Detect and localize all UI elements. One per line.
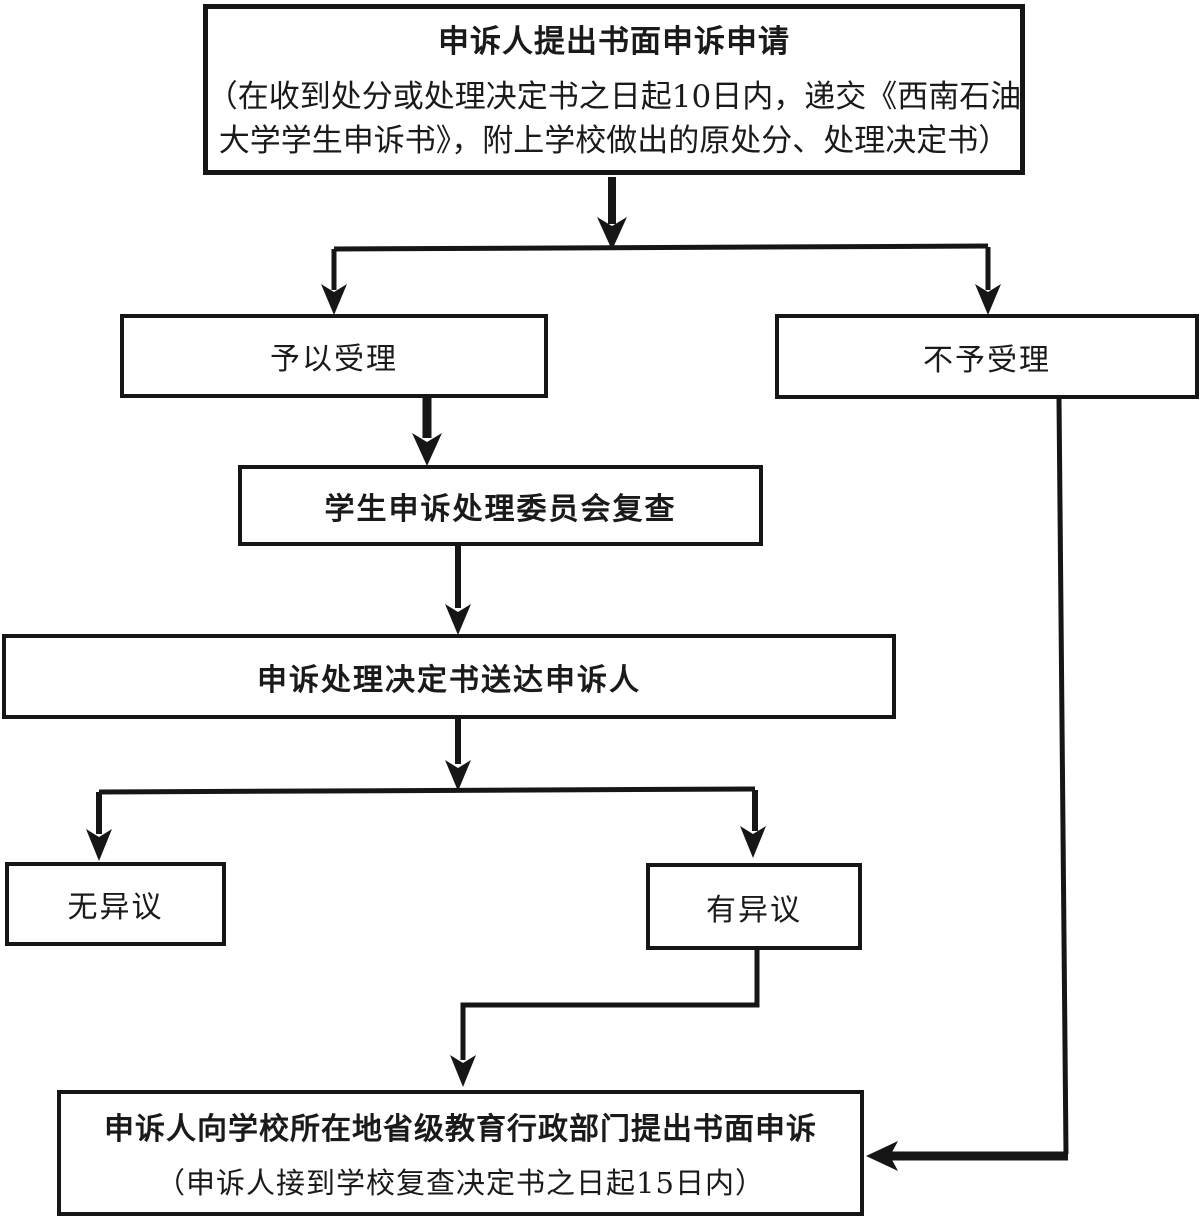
node-provincial-title: 申诉人向学校所在地省级教育行政部门提出书面申诉: [104, 1112, 817, 1147]
node-no-objection-label: 无异议: [67, 890, 164, 925]
node-objection-label: 有异议: [706, 892, 802, 928]
node-accept: 予以受理: [120, 314, 548, 398]
node-accept-label: 予以受理: [270, 342, 398, 377]
arrow-committee-to-deliver: [445, 546, 471, 635]
node-reject-label: 不予受理: [923, 342, 1051, 378]
node-no-objection: 无异议: [5, 862, 226, 946]
node-committee-review: 学生申诉处理委员会复查: [238, 465, 763, 546]
arrow-branch-to-no-objection: [86, 792, 112, 861]
node-apply-note-line2: 大学学生申诉书》，附上学校做出的原处分、处理决定书）: [218, 123, 1010, 159]
arrow-objection-to-provincial: [450, 950, 760, 1087]
node-apply-note-line1: （在收到处分或处理决定书之日起10日内，递交《西南石油: [206, 79, 1022, 115]
arrow-reject-to-provincial: [866, 398, 1069, 1171]
arrow-branch-to-accept: [321, 249, 347, 315]
arrow-deliver-to-branch: [98, 719, 756, 795]
arrow-apply-to-branch: [333, 177, 989, 252]
node-objection: 有异议: [646, 863, 862, 950]
node-apply-title: 申诉人提出书面申诉申请: [438, 24, 790, 60]
node-provincial-note: （申诉人接到学校复查决定书之日起15日内）: [156, 1166, 765, 1200]
arrow-branch-to-reject: [975, 247, 1001, 315]
node-deliver-decision: 申诉处理决定书送达申诉人: [2, 634, 896, 719]
node-committee-label: 学生申诉处理委员会复查: [324, 491, 677, 527]
node-reject: 不予受理: [775, 314, 1199, 399]
node-provincial-appeal: 申诉人向学校所在地省级教育行政部门提出书面申诉 （申诉人接到学校复查决定书之日起…: [57, 1090, 864, 1216]
node-deliver-label: 申诉处理决定书送达申诉人: [257, 662, 641, 698]
node-apply: 申诉人提出书面申诉申请 （在收到处分或处理决定书之日起10日内，递交《西南石油 …: [203, 4, 1025, 175]
arrow-branch-to-objection: [740, 790, 766, 858]
arrow-accept-to-committee: [412, 398, 442, 466]
